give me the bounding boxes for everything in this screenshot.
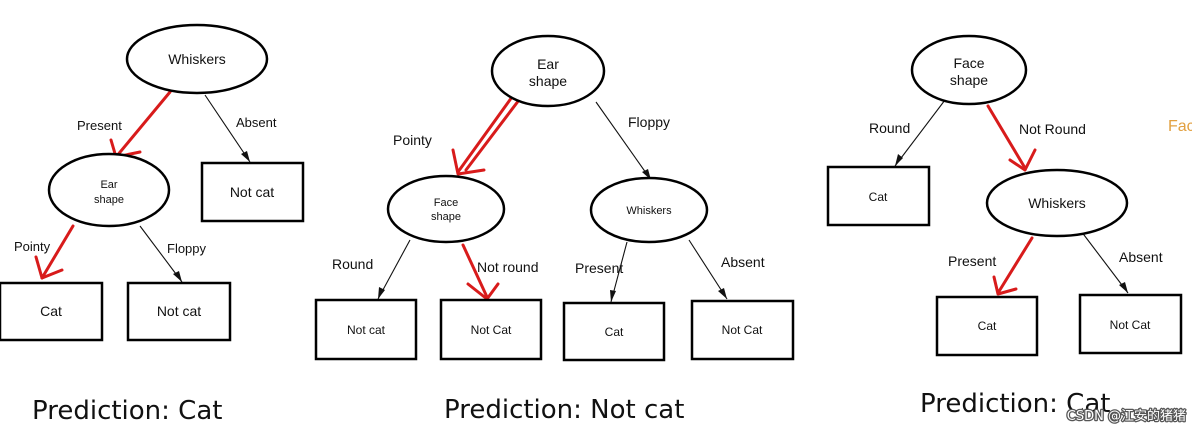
- edge-label-floppy: Floppy: [167, 241, 207, 256]
- arrowhead: [173, 271, 182, 282]
- leaf-cat: [826, 165, 931, 227]
- arrowhead: [1119, 282, 1128, 293]
- node-ear-shape-label-line2: shape: [529, 73, 567, 89]
- edge-label-absent: Absent: [1119, 249, 1163, 265]
- node-ear-shape: [490, 34, 606, 108]
- node-face-shape-label-line2: shape: [431, 211, 461, 223]
- highlight-edge-not-round: [986, 104, 1027, 170]
- highlight-arrowhead: [451, 148, 486, 176]
- highlight-arrowhead: [1008, 148, 1037, 172]
- leaf-cat: [0, 281, 104, 342]
- node-face-shape-label-line1: Face: [953, 55, 984, 71]
- leaf-not-cat-label: Not cat: [230, 184, 274, 200]
- highlight-edge-present: [114, 90, 172, 159]
- arrowhead: [895, 154, 903, 166]
- edge-label-round: Round: [332, 256, 373, 272]
- leaf-not-cat-label: Not cat: [157, 303, 201, 319]
- edge-label-absent: Absent: [721, 254, 765, 270]
- node-face-shape-label-line2: shape: [950, 72, 988, 88]
- leaf-not-cat-label: Not Cat: [1110, 318, 1151, 332]
- leaf-not-cat-label: Not Cat: [722, 323, 763, 337]
- watermark-outline: CSDN @江安的猪猪: [1067, 408, 1186, 424]
- node-face-shape: [910, 34, 1028, 106]
- highlight-edge-pointy-stroke2: [464, 98, 521, 172]
- highlight-edge-not-round: [461, 243, 489, 299]
- node-face-shape: [386, 174, 506, 244]
- edge-absent-line: [204, 94, 251, 163]
- leaf-cat-label: Cat: [605, 325, 624, 339]
- edge-floppy-line: [139, 225, 183, 283]
- node-whiskers: [589, 176, 709, 244]
- edge-absent-line: [1080, 230, 1129, 294]
- leaf-cat-label: Cat: [40, 303, 62, 319]
- node-ear-shape-label-line2: shape: [94, 194, 124, 206]
- edge-round-line: [894, 99, 946, 167]
- prediction-text: Prediction: Cat: [32, 396, 222, 426]
- node-ear-shape-label-line1: Ear: [537, 56, 559, 72]
- arrowhead: [241, 151, 250, 162]
- leaf-not-cat-label: Not cat: [347, 323, 386, 337]
- prediction-text: Prediction: Not cat: [444, 395, 684, 425]
- edge-label-not-round: Not round: [477, 259, 538, 275]
- leaf-not-cat: [1078, 293, 1183, 355]
- node-whiskers: [985, 168, 1129, 238]
- edge-label-present: Present: [948, 253, 996, 269]
- arrowhead: [610, 290, 616, 302]
- node-whiskers: [125, 23, 269, 95]
- leaf-not-cat: [690, 299, 795, 361]
- leaf-not-cat: [439, 298, 543, 361]
- node-whiskers-label: Whiskers: [626, 205, 672, 217]
- edge-label-not-round: Not Round: [1019, 121, 1086, 137]
- leaf-not-cat: [314, 298, 418, 361]
- node-ear-shape-label-line1: Ear: [100, 179, 117, 191]
- arrowhead: [718, 288, 727, 299]
- leaf-not-cat-label: Not Cat: [471, 323, 512, 337]
- edge-label-floppy: Floppy: [628, 114, 670, 130]
- node-whiskers-label: Whiskers: [1028, 195, 1086, 211]
- edge-round-line: [377, 239, 411, 300]
- highlight-arrowhead: [992, 275, 1018, 296]
- leaf-cat-label: Cat: [869, 190, 888, 204]
- cut-off-label: Fac: [1168, 118, 1192, 135]
- arrowhead: [378, 287, 385, 299]
- edge-label-present: Present: [77, 118, 122, 133]
- tree-3: Face shape Cat Whiskers Cat Not Cat Roun…: [826, 34, 1183, 419]
- prediction-text: Prediction: Cat: [920, 389, 1110, 419]
- leaf-cat: [562, 301, 666, 362]
- edge-label-pointy: Pointy: [14, 239, 51, 254]
- leaf-not-cat: [200, 161, 305, 223]
- leaf-not-cat: [126, 281, 232, 342]
- leaf-cat-label: Cat: [978, 319, 997, 333]
- highlight-edge-pointy: [40, 224, 75, 280]
- edge-label-absent: Absent: [236, 115, 277, 130]
- highlight-arrowhead: [34, 255, 64, 280]
- tree-2: Ear shape Face shape Whiskers Not cat No…: [314, 34, 795, 425]
- edge-floppy-line: [595, 101, 652, 181]
- edge-absent-line: [688, 239, 728, 300]
- tree-1: Whiskers Ear shape Not cat Cat Not cat P…: [0, 23, 305, 426]
- edge-label-present: Present: [575, 260, 623, 276]
- node-whiskers-label: Whiskers: [168, 51, 226, 67]
- node-ear-shape: [47, 152, 171, 228]
- highlight-edge-present: [996, 236, 1034, 295]
- edge-label-round: Round: [869, 120, 910, 136]
- leaf-cat: [935, 295, 1039, 357]
- edge-label-pointy: Pointy: [393, 132, 432, 148]
- highlight-edge-pointy: [456, 95, 514, 174]
- watermark: CSDN @江安的猪猪: [1067, 408, 1186, 424]
- node-face-shape-label-line1: Face: [434, 197, 458, 209]
